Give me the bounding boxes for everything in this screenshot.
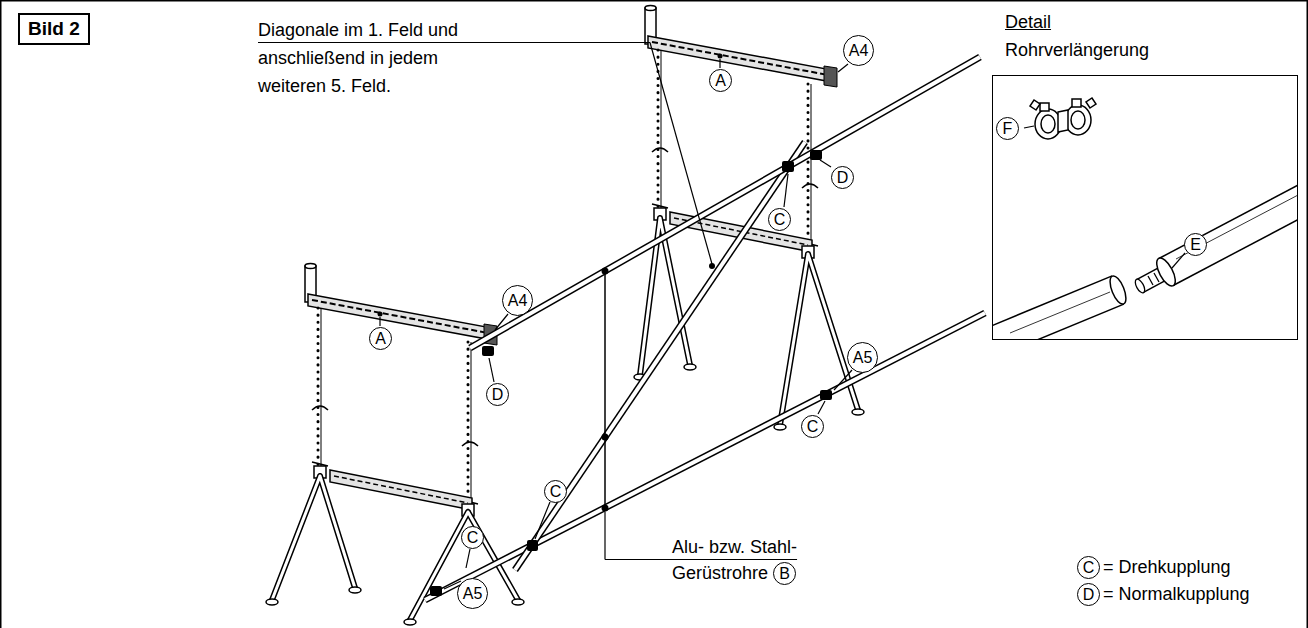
- callout-letter: C: [461, 526, 484, 549]
- callout-letter: A4: [502, 285, 533, 316]
- figure-tag: Bild 2: [18, 13, 90, 45]
- callout-text: A: [715, 73, 726, 89]
- label-leaders: [258, 43, 797, 560]
- callout-letter: C: [544, 480, 567, 503]
- callout-text: A4: [508, 293, 528, 309]
- detail-tube-extension: [993, 98, 1297, 339]
- callout-text: A5: [853, 350, 873, 366]
- callout-letter: D: [831, 166, 854, 189]
- callout-text: A5: [463, 586, 483, 602]
- trestle-front: [305, 264, 497, 517]
- callout-letter: C: [1077, 556, 1100, 579]
- trestle-rear: [645, 6, 837, 259]
- callout-text: B: [779, 566, 790, 582]
- callout-letter: A5: [457, 578, 488, 609]
- callout-text: A4: [849, 43, 869, 59]
- callout-leaders: [380, 59, 852, 589]
- callout-text: D: [492, 387, 504, 403]
- callout-letter: F: [996, 117, 1019, 140]
- callout-text: F: [1003, 121, 1013, 137]
- part-label: Alu- bzw. Stahl- Gerüstrohre: [672, 534, 832, 586]
- callout-text: C: [774, 212, 786, 228]
- callout-text: E: [1190, 237, 1201, 253]
- callout-text: C: [467, 530, 479, 546]
- legend-text: = Normalkupplung: [1103, 582, 1250, 606]
- callout-letter: D: [1077, 583, 1100, 606]
- scaffold-tubes: [425, 57, 985, 600]
- note-label: Diagonale im 1. Feld und anschließend in…: [258, 16, 508, 100]
- callout-letter: B: [773, 562, 796, 585]
- callout-letter: A: [369, 327, 392, 350]
- couplers: [378, 54, 833, 597]
- callout-text: C: [807, 419, 819, 435]
- figure-tag-text: Bild 2: [28, 18, 80, 39]
- callout-letter: A5: [847, 342, 878, 373]
- callout-text: C: [550, 484, 562, 500]
- detail-box: DetailRohrverlängerungFE: [992, 75, 1298, 340]
- callout-text: A: [375, 331, 386, 347]
- legend-text: = Drehkupplung: [1103, 555, 1231, 579]
- callout-text: D: [837, 170, 849, 186]
- detail-title: Rohrverlängerung: [1005, 38, 1149, 62]
- callout-letter: E: [1184, 233, 1207, 256]
- callout-text: D: [1083, 587, 1095, 603]
- callout-letter: D: [486, 383, 509, 406]
- callout-text: C: [1083, 560, 1095, 576]
- callout-letter: A: [709, 69, 732, 92]
- callout-letter: C: [801, 415, 824, 438]
- detail-heading: Detail: [1005, 10, 1051, 34]
- callout-letter: A4: [843, 35, 874, 66]
- callout-letter: C: [768, 208, 791, 231]
